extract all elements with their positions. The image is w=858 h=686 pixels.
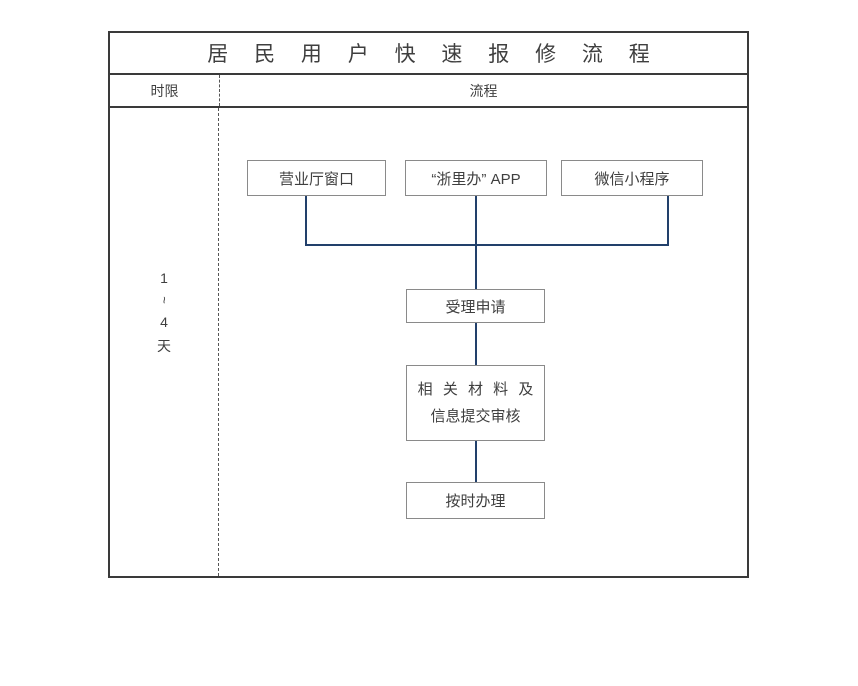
node-on-time-processing[interactable]: 按时办理 xyxy=(406,482,545,519)
table-body-row: 1 ~ 4 天 营业厅窗口 “浙里办” APP 微信小程序 受理申请 xyxy=(110,108,747,576)
connector-merge-bus xyxy=(305,244,669,246)
table-header-row: 时限 流程 xyxy=(110,75,747,108)
node-label: 受理申请 xyxy=(445,298,506,316)
duration-to: 4 xyxy=(160,314,168,330)
header-label-flow: 流程 xyxy=(469,82,498,99)
header-label-time-limit: 时限 xyxy=(150,82,179,99)
flowchart-table: 居 民 用 户 快 速 报 修 流 程 时限 流程 1 ~ 4 天 营业厅窗口 xyxy=(108,31,749,578)
duration-separator: ~ xyxy=(157,296,172,304)
node-label: 按时办理 xyxy=(445,493,506,510)
node-submit-materials-review[interactable]: 相 关 材 料 及 信息提交审核 xyxy=(406,365,545,441)
header-cell-flow: 流程 xyxy=(219,75,747,106)
node-accept-application[interactable]: 受理申请 xyxy=(406,289,545,323)
node-zhelib-app[interactable]: “浙里办” APP xyxy=(405,160,547,196)
title-row: 居 民 用 户 快 速 报 修 流 程 xyxy=(110,33,747,75)
node-business-hall-window[interactable]: 营业厅窗口 xyxy=(247,160,386,196)
node-label: 营业厅窗口 xyxy=(278,170,354,188)
node-wechat-miniprogram[interactable]: 微信小程序 xyxy=(561,160,703,196)
node-label-line2: 信息提交审核 xyxy=(430,408,521,425)
header-cell-time-limit: 时限 xyxy=(110,75,219,106)
duration-column: 1 ~ 4 天 xyxy=(110,108,218,576)
connector-app-down xyxy=(475,196,477,246)
node-label: 微信小程序 xyxy=(594,170,670,188)
connector-accept-to-review xyxy=(475,323,477,365)
column-divider xyxy=(218,108,219,576)
page-title: 居 民 用 户 快 速 报 修 流 程 xyxy=(207,43,660,66)
duration-unit: 天 xyxy=(157,338,171,354)
flow-diagram: 营业厅窗口 “浙里办” APP 微信小程序 受理申请 相 关 材 料 及 信息提… xyxy=(219,108,747,576)
connector-to-accept xyxy=(475,244,477,289)
connector-wechat-down xyxy=(667,196,669,246)
duration-from: 1 xyxy=(160,270,168,286)
connector-review-to-handle xyxy=(475,441,477,482)
connector-hall-down xyxy=(305,196,307,246)
node-label: “浙里办” APP xyxy=(431,170,521,188)
node-label-line1: 相 关 材 料 及 xyxy=(417,381,537,398)
